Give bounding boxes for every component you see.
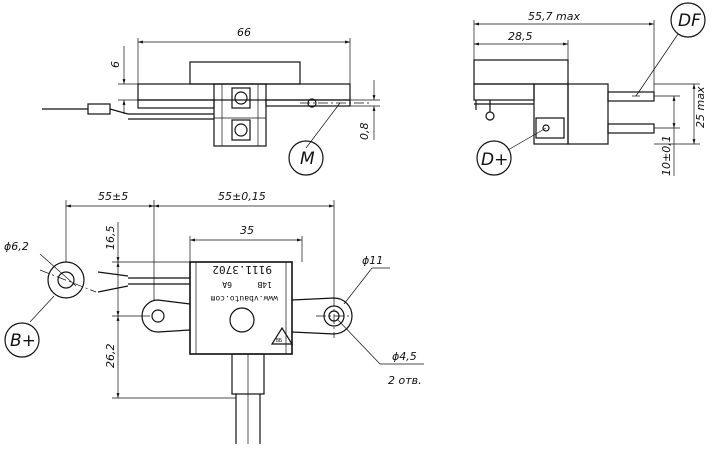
d-plus-pin <box>607 123 655 134</box>
side-view-top-block <box>473 59 569 85</box>
dim-phi-6-2: ϕ6,2 <box>4 240 29 253</box>
marking-part-number: 9111.3702 <box>212 263 272 276</box>
callout-dplus: D+ <box>481 150 508 170</box>
dim-35: 35 <box>240 224 254 237</box>
top-view-center-boss <box>229 307 255 333</box>
wire-connector-left <box>87 103 111 115</box>
front-view <box>42 38 380 176</box>
side-view-connector-housing <box>567 83 609 145</box>
dim-25-max: 25 max <box>694 86 707 128</box>
front-view-top-block <box>189 61 301 85</box>
df-pin <box>607 91 655 102</box>
dim-26-2: 26,2 <box>104 344 117 369</box>
marking-voltage: 14B <box>257 280 272 289</box>
right-mounting-ear <box>291 297 353 335</box>
dim-55-5: 55±5 <box>98 190 128 203</box>
brand-triangle-mark <box>270 326 294 345</box>
dim-holes: 2 отв. <box>388 374 422 387</box>
marking-current: 6A <box>222 280 232 289</box>
callout-df-circle <box>670 2 706 38</box>
part-marking: www.vbauto.com 14B 6A 9111.3702 <box>210 263 278 303</box>
dim-0-8: 0,8 <box>358 123 371 141</box>
dim-6: 6 <box>109 61 122 68</box>
marking-website: www.vbauto.com <box>210 294 278 303</box>
dim-10: 10±0,1 <box>660 135 673 176</box>
callout-bplus: B+ <box>10 331 36 351</box>
front-view-base-plate <box>137 83 351 101</box>
callout-df: DF <box>678 11 701 31</box>
marking-brand: ВБ <box>276 338 282 344</box>
dim-55-015: 55±0,15 <box>218 190 266 203</box>
front-view-terminal-block <box>213 83 267 147</box>
callout-dplus-circle <box>476 140 512 176</box>
dim-phi-11: ϕ11 <box>362 254 383 267</box>
side-view <box>473 2 706 176</box>
callout-m-circle <box>288 140 324 176</box>
dim-28-5: 28,5 <box>508 30 533 43</box>
dim-16-5: 16,5 <box>104 226 117 251</box>
callout-m: M <box>300 149 315 169</box>
dim-66: 66 <box>237 26 251 39</box>
dim-phi-4-5: ϕ4,5 <box>392 350 417 363</box>
callout-bplus-circle <box>4 322 40 358</box>
top-view <box>4 200 424 444</box>
dim-55-7-max: 55,7 max <box>528 10 580 23</box>
